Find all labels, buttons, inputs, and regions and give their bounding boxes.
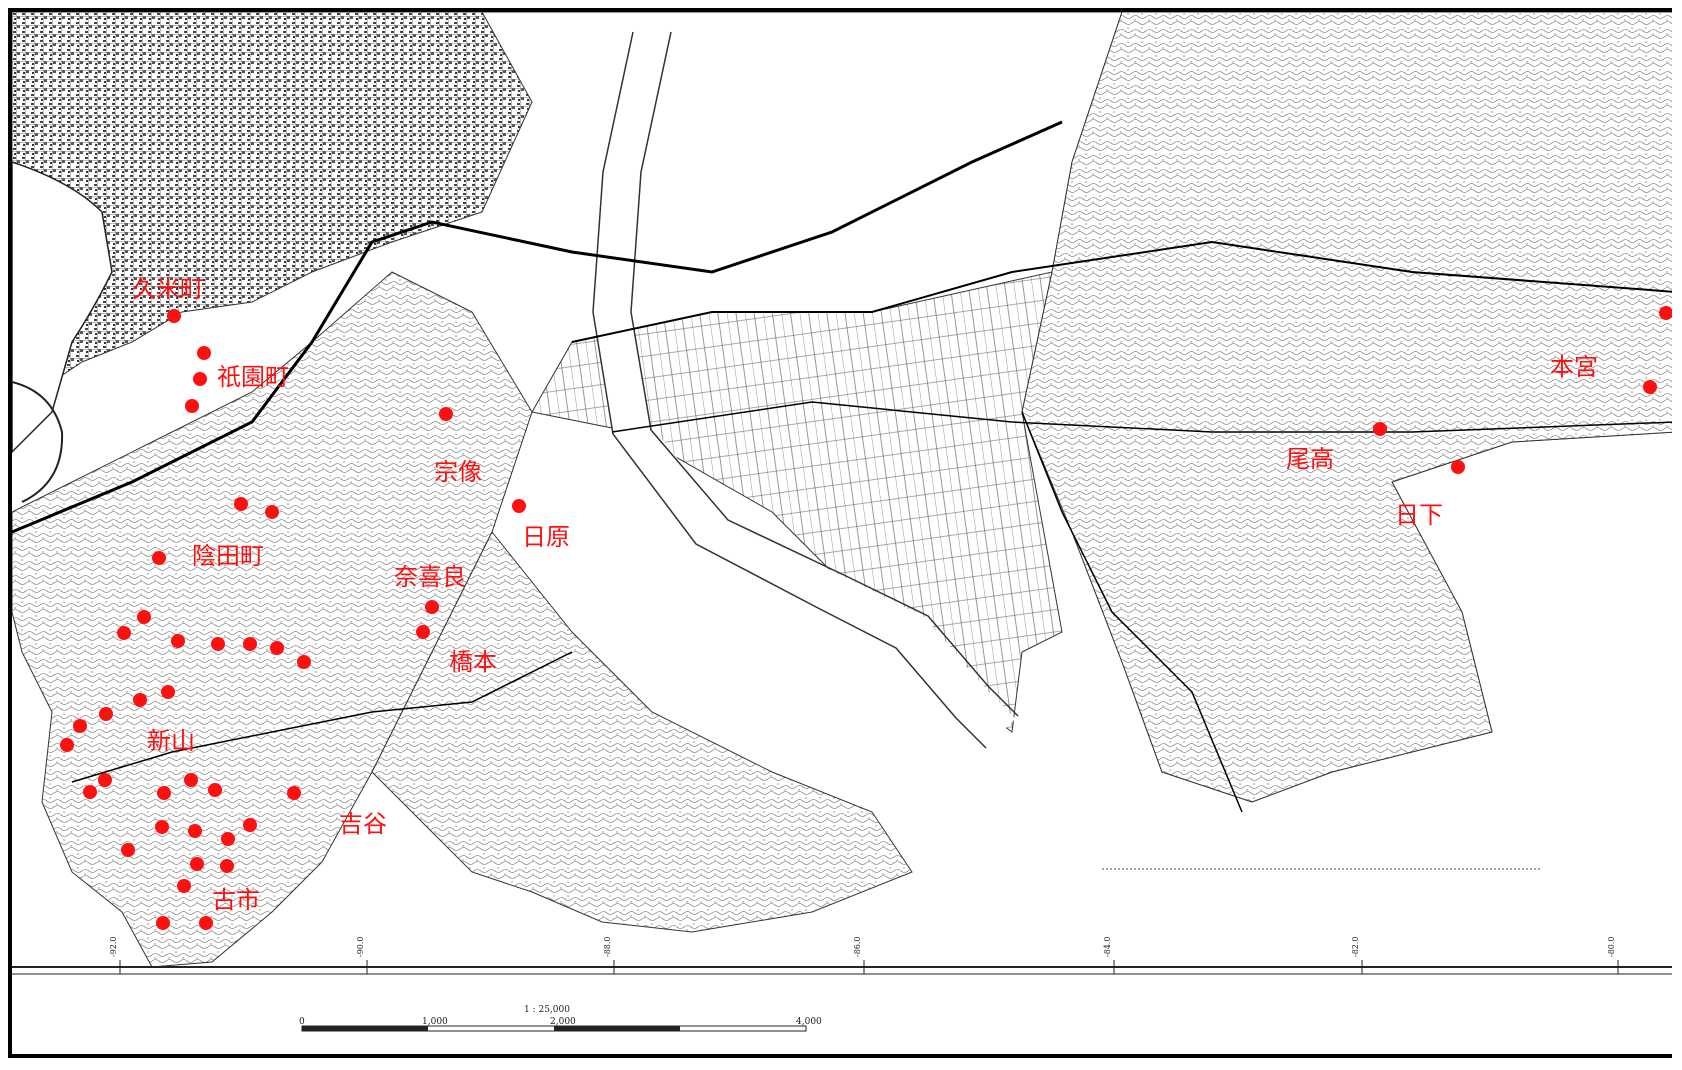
grid-tick-label: -92.0 bbox=[109, 936, 118, 957]
site-marker[interactable] bbox=[287, 786, 301, 800]
site-marker[interactable] bbox=[1643, 380, 1657, 394]
south-hills bbox=[371, 531, 913, 933]
site-marker[interactable] bbox=[190, 857, 204, 871]
site-marker[interactable] bbox=[167, 309, 181, 323]
place-label-kageta: 陰田町 bbox=[192, 542, 264, 570]
railway-main bbox=[12, 120, 1063, 534]
site-marker[interactable] bbox=[156, 916, 170, 930]
site-marker[interactable] bbox=[73, 719, 87, 733]
site-marker[interactable] bbox=[117, 626, 131, 640]
grid-tick-label: -80.0 bbox=[1607, 936, 1616, 957]
site-marker[interactable] bbox=[161, 685, 175, 699]
place-label-furuichi: 古市 bbox=[212, 886, 260, 914]
grid-tick-label: -82.0 bbox=[1351, 936, 1360, 957]
site-marker[interactable] bbox=[220, 859, 234, 873]
scale-bar: 1 : 25,000 0 1,000 2,000 4,000 bbox=[299, 1005, 822, 1032]
site-marker[interactable] bbox=[297, 655, 311, 669]
hill-area-east bbox=[1021, 12, 1672, 803]
scale-bar-label: 4,000 bbox=[796, 1017, 822, 1027]
site-marker[interactable] bbox=[98, 773, 112, 787]
railways bbox=[12, 120, 1672, 813]
site-marker[interactable] bbox=[243, 637, 257, 651]
road-west bbox=[71, 651, 573, 783]
map-frame: -92.0 -90.0 -88.0 -86.0 -84.0 -82.0 -80.0 1 : … bbox=[8, 8, 1672, 1058]
site-marker[interactable] bbox=[208, 783, 222, 797]
scale-ratio: 1 : 25,000 bbox=[524, 1005, 570, 1015]
site-marker[interactable] bbox=[60, 738, 74, 752]
place-label-kusaka: 日下 bbox=[1395, 501, 1443, 529]
site-marker[interactable] bbox=[133, 693, 147, 707]
site-marker[interactable] bbox=[193, 372, 207, 386]
scale-bar-labels: 0 1,000 2,000 4,000 bbox=[299, 1017, 822, 1027]
harbor-road bbox=[12, 381, 64, 503]
site-marker[interactable] bbox=[171, 634, 185, 648]
lagoon-water bbox=[12, 161, 113, 454]
site-marker[interactable] bbox=[425, 600, 439, 614]
place-label-kumecho: 久米町 bbox=[132, 275, 204, 303]
road-east bbox=[611, 401, 1672, 433]
river bbox=[592, 28, 1016, 746]
site-marker[interactable] bbox=[157, 786, 171, 800]
site-marker[interactable] bbox=[265, 505, 279, 519]
site-marker[interactable] bbox=[177, 879, 191, 893]
river-bank-left bbox=[592, 31, 987, 749]
scale-bar-label: 2,000 bbox=[550, 1017, 576, 1027]
topographic-map[interactable]: -92.0 -90.0 -88.0 -86.0 -84.0 -82.0 -80.0 1 : … bbox=[12, 12, 1672, 1058]
railway-east bbox=[571, 240, 1672, 343]
site-marker[interactable] bbox=[199, 916, 213, 930]
site-marker[interactable] bbox=[211, 637, 225, 651]
site-marker[interactable] bbox=[155, 820, 169, 834]
site-marker[interactable] bbox=[184, 773, 198, 787]
site-marker[interactable] bbox=[416, 625, 430, 639]
site-marker[interactable] bbox=[83, 785, 97, 799]
hill-area-west bbox=[12, 271, 533, 968]
site-marker[interactable] bbox=[1659, 306, 1672, 320]
site-marker[interactable] bbox=[234, 497, 248, 511]
scale-bar-label: 1,000 bbox=[422, 1017, 448, 1027]
grid-tick-label: -88.0 bbox=[603, 936, 612, 957]
site-marker[interactable] bbox=[197, 346, 211, 360]
site-marker[interactable] bbox=[439, 407, 453, 421]
scale-bar-label: 0 bbox=[299, 1017, 305, 1027]
place-label-yoshitani: 吉谷 bbox=[339, 810, 387, 838]
site-marker[interactable] bbox=[188, 824, 202, 838]
land-areas bbox=[12, 12, 1672, 968]
grid-ticks: -92.0 -90.0 -88.0 -86.0 -84.0 -82.0 -80.0 bbox=[109, 936, 1619, 974]
site-marker[interactable] bbox=[270, 641, 284, 655]
site-markers bbox=[60, 306, 1672, 930]
place-label-gionmachi: 祇園町 bbox=[217, 363, 289, 391]
site-marker[interactable] bbox=[1451, 460, 1465, 474]
site-marker[interactable] bbox=[221, 832, 235, 846]
grid-tick-label: -84.0 bbox=[1103, 936, 1112, 957]
place-label-hihara: 日原 bbox=[522, 523, 570, 551]
road-south bbox=[1021, 411, 1243, 813]
site-marker[interactable] bbox=[121, 843, 135, 857]
site-marker[interactable] bbox=[137, 610, 151, 624]
place-label-hashimoto: 橋本 bbox=[449, 648, 497, 676]
place-label-munakata: 宗像 bbox=[434, 458, 482, 486]
river-bank-right bbox=[630, 31, 1019, 717]
site-marker[interactable] bbox=[99, 707, 113, 721]
scale-bar-fill-2 bbox=[554, 1026, 680, 1031]
scale-bar-fill-1 bbox=[302, 1026, 428, 1031]
site-marker[interactable] bbox=[185, 399, 199, 413]
site-marker[interactable] bbox=[512, 499, 526, 513]
place-label-odaka: 尾高 bbox=[1286, 445, 1334, 473]
grid-tick-label: -86.0 bbox=[853, 936, 862, 957]
site-marker[interactable] bbox=[152, 551, 166, 565]
place-label-hongu: 本宮 bbox=[1550, 353, 1598, 381]
site-marker[interactable] bbox=[243, 818, 257, 832]
place-label-shinyama: 新山 bbox=[147, 727, 195, 755]
place-label-nakira: 奈喜良 bbox=[394, 563, 466, 591]
site-marker[interactable] bbox=[1373, 422, 1387, 436]
grid-tick-label: -90.0 bbox=[356, 936, 365, 957]
